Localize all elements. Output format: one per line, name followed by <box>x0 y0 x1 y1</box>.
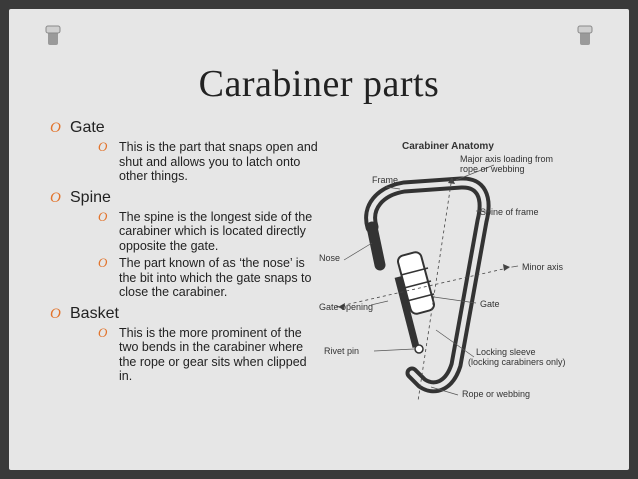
pushpin-icon <box>45 25 61 45</box>
bullet-basket: O Basket <box>50 304 320 323</box>
sub-bullet: O This is the more prominent of the two … <box>98 325 320 384</box>
bullet-label: Gate <box>70 119 105 136</box>
label-rivet-pin: Rivet pin <box>324 346 359 356</box>
label-major-axis: Major axis loading from rope or webbing <box>460 154 556 174</box>
bullet-label: Basket <box>70 304 119 322</box>
bullet-spine: O Spine <box>50 188 320 207</box>
label-rope-or-webbing: Rope or webbing <box>462 389 530 399</box>
sub-bullet-text: This is the more prominent of the two be… <box>119 325 307 384</box>
bullet-gate: O Gate <box>50 118 320 137</box>
carabiner-diagram: Carabiner Anatomy <box>319 141 566 402</box>
label-gate: Gate <box>480 299 500 309</box>
bullet-label: Spine <box>70 188 111 206</box>
sub-bullet-text: The spine is the longest side of the car… <box>119 209 313 253</box>
label-frame: Frame <box>372 175 398 185</box>
sub-bullet-marker: O <box>98 255 108 270</box>
pushpin-icon <box>577 25 593 45</box>
diagram-heading: Carabiner Anatomy <box>402 141 494 152</box>
sub-bullet: O This is the part that snaps open and s… <box>98 139 320 184</box>
label-minor-axis: Minor axis <box>522 262 564 272</box>
bullet-marker: O <box>50 305 61 322</box>
sub-bullet-text: This is the part that snaps open and shu… <box>119 140 318 183</box>
slide-panel <box>9 9 629 470</box>
label-nose: Nose <box>319 253 340 263</box>
label-locking-sleeve: Locking sleeve (locking carabiners only) <box>468 347 566 367</box>
sub-bullet: O The spine is the longest side of the c… <box>98 209 320 254</box>
bullet-list: O Gate O This is the part that snaps ope… <box>50 118 320 384</box>
rivet-pin <box>414 344 424 354</box>
label-spine: Spine of frame <box>480 207 539 217</box>
bullet-marker: O <box>50 120 61 136</box>
sub-bullet-marker: O <box>98 139 108 154</box>
sub-bullet-marker: O <box>98 208 108 224</box>
carabiner-gate <box>394 276 420 348</box>
sub-bullet: O The part known of as ‘the nose’ is the… <box>98 255 320 300</box>
sub-bullet-marker: O <box>98 324 108 340</box>
sub-bullet-text: The part known of as ‘the nose’ is the b… <box>119 256 312 299</box>
label-gate-opening: Gate opening <box>319 302 373 312</box>
locking-sleeve <box>396 251 436 315</box>
bullet-marker: O <box>50 189 61 206</box>
slide-title: Carabiner parts <box>198 63 440 105</box>
